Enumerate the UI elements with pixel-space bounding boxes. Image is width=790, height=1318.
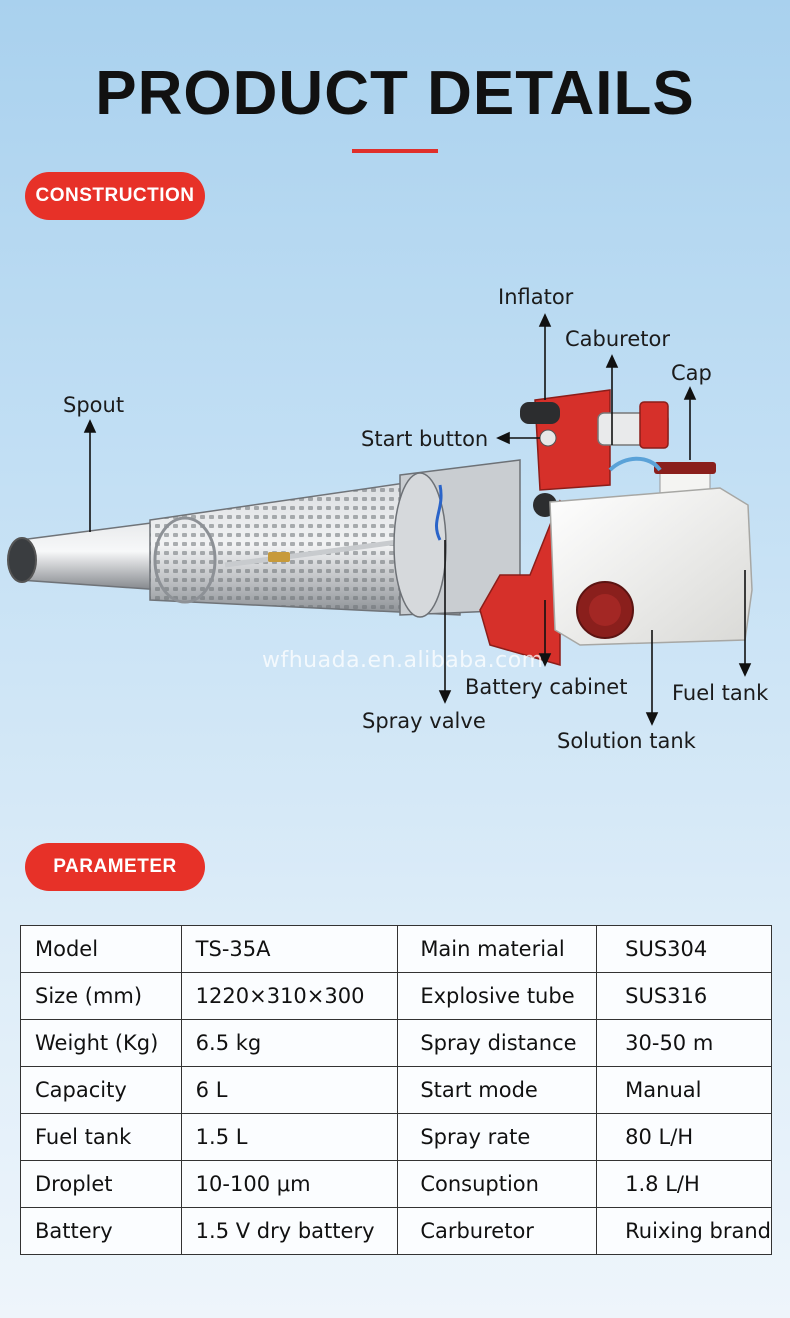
- param-name: Droplet: [20, 1160, 182, 1208]
- label-cap: Cap: [671, 361, 712, 385]
- page-title: PRODUCT DETAILS: [95, 59, 695, 128]
- param-value: 6 L: [180, 1066, 399, 1114]
- callout-arrows: [83, 313, 752, 726]
- label-fuel-tank: Fuel tank: [672, 681, 769, 705]
- param-value: SUS316: [596, 972, 772, 1020]
- param-value: Ruixing brand: [596, 1207, 772, 1255]
- table-row: Weight (Kg) 6.5 kg Spray distance 30-50 …: [20, 1019, 772, 1067]
- param-value: 1.8 L/H: [596, 1160, 772, 1208]
- label-caburetor: Caburetor: [565, 327, 670, 351]
- param-name: Consuption: [397, 1160, 598, 1208]
- param-name: Main material: [397, 925, 598, 973]
- title-underline: [352, 149, 438, 153]
- label-start-button: Start button: [361, 427, 489, 451]
- construction-badge: CONSTRUCTION: [25, 172, 205, 220]
- param-value: 1.5 L: [180, 1113, 399, 1161]
- param-name: Capacity: [20, 1066, 182, 1114]
- param-name: Start mode: [397, 1066, 598, 1114]
- table-row: Fuel tank 1.5 L Spray rate 80 L/H: [20, 1113, 772, 1161]
- param-name: Model: [20, 925, 182, 973]
- param-value: Manual: [596, 1066, 772, 1114]
- param-name: Battery: [20, 1207, 182, 1255]
- param-value: 80 L/H: [596, 1113, 772, 1161]
- table-row: Size (mm) 1220×310×300 Explosive tube SU…: [20, 972, 772, 1020]
- param-name: Weight (Kg): [20, 1019, 182, 1067]
- table-row: Model TS-35A Main material SUS304: [20, 925, 772, 973]
- param-name: Size (mm): [20, 972, 182, 1020]
- param-value: 1220×310×300: [180, 972, 399, 1020]
- param-value: 30-50 m: [596, 1019, 772, 1067]
- param-name: Fuel tank: [20, 1113, 182, 1161]
- label-spray-valve: Spray valve: [362, 709, 486, 733]
- param-value: 6.5 kg: [180, 1019, 399, 1067]
- param-name: Carburetor: [397, 1207, 598, 1255]
- table-row: Droplet 10-100 μm Consuption 1.8 L/H: [20, 1160, 772, 1208]
- param-name: Spray rate: [397, 1113, 598, 1161]
- param-value: SUS304: [596, 925, 772, 973]
- label-solution-tank: Solution tank: [557, 729, 696, 753]
- product-diagram: Inflator Caburetor Cap Spout Start butto…: [0, 270, 790, 770]
- parameter-badge: PARAMETER: [25, 843, 205, 891]
- param-value: 10-100 μm: [180, 1160, 399, 1208]
- label-inflator: Inflator: [498, 285, 574, 309]
- table-row: Battery 1.5 V dry battery Carburetor Rui…: [20, 1207, 772, 1255]
- param-name: Explosive tube: [397, 972, 598, 1020]
- table-row: Capacity 6 L Start mode Manual: [20, 1066, 772, 1114]
- param-name: Spray distance: [397, 1019, 598, 1067]
- watermark: wfhuada.en.alibaba.com: [262, 648, 544, 673]
- label-battery-cabinet: Battery cabinet: [465, 675, 628, 699]
- param-value: 1.5 V dry battery: [180, 1207, 399, 1255]
- param-value: TS-35A: [180, 925, 399, 973]
- fogger-machine-illustration: [7, 313, 753, 726]
- label-spout: Spout: [63, 393, 125, 417]
- parameter-table: Model TS-35A Main material SUS304 Size (…: [20, 925, 772, 1255]
